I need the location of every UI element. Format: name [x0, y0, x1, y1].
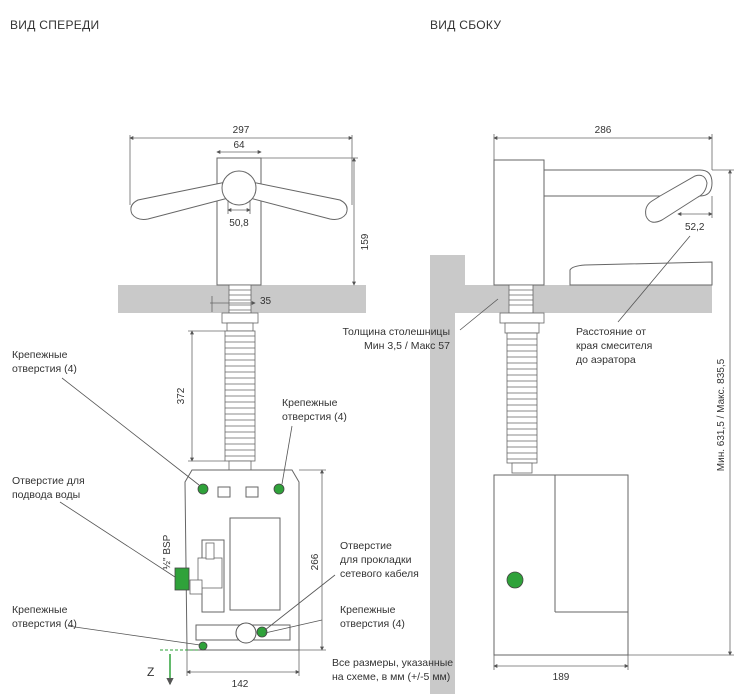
- front-left-lever: [130, 179, 237, 220]
- label-mount-top-left: Крепежные отверстия (4): [12, 349, 77, 375]
- label-aerator-distance: Расстояние от края смесителя до аэратора: [576, 326, 653, 366]
- dim-side-spout: 52,2: [685, 222, 705, 233]
- front-right-lever: [241, 179, 348, 220]
- dim-front-body: 64: [233, 140, 245, 151]
- front-cable-hole-dot: [256, 626, 268, 638]
- dim-front-height: 159: [360, 233, 371, 250]
- dim-side-width: 286: [595, 125, 612, 136]
- side-view-title: ВИД СБОКУ: [430, 18, 502, 32]
- front-hose: [224, 330, 256, 472]
- dim-front-box-height: 266: [310, 553, 321, 570]
- label-cable-hole: Отверстие для прокладки сетевого кабеля: [340, 540, 419, 580]
- label-water-inlet: Отверстие для подвода воды: [12, 475, 85, 501]
- front-valve: [189, 542, 223, 595]
- front-lever-hub: [221, 170, 257, 206]
- front-view-title: ВИД СПЕРЕДИ: [10, 18, 100, 32]
- label-dimensions-note: Все размеры, указанные на схеме, в мм (+…: [332, 657, 454, 683]
- front-leader-lines: [59, 377, 336, 646]
- dim-front-width: 297: [233, 125, 250, 136]
- side-cable-hole: [506, 571, 524, 589]
- side-leader-lines: [459, 235, 691, 331]
- side-hose: [506, 332, 538, 474]
- front-dimension-lines: [129, 135, 358, 676]
- dim-front-boss: 50,8: [229, 218, 249, 229]
- z-label: Z: [147, 665, 154, 679]
- front-water-inlet: [174, 567, 190, 591]
- dim-bsp: ½" BSP: [162, 534, 173, 569]
- side-faucet-body: [493, 159, 713, 286]
- label-mount-top-right: Крепежные отверстия (4): [282, 397, 347, 423]
- dim-front-hose: 372: [176, 387, 187, 404]
- front-mount-hole-tl: [197, 483, 209, 495]
- side-shank: [499, 284, 545, 334]
- side-dimension-lines: [493, 134, 734, 670]
- side-control-box: [493, 474, 629, 656]
- dim-front-thread: 35: [260, 296, 272, 307]
- side-countertop: [430, 255, 712, 694]
- dim-side-height: Мин. 631,5 / Макс. 835,5: [716, 358, 727, 471]
- front-mount-hole-bl: [198, 641, 208, 651]
- front-mount-hole-tr: [273, 483, 285, 495]
- label-mount-bottom-right: Крепежные отверстия (4): [340, 604, 405, 630]
- dim-front-box-width: 142: [232, 679, 249, 690]
- label-counter-thickness: Толщина столешницы Мин 3,5 / Макс 57: [342, 326, 450, 352]
- dim-side-box-width: 189: [553, 672, 570, 683]
- label-mount-bottom-left: Крепежные отверстия (4): [12, 604, 77, 630]
- front-cable-hole: [235, 622, 257, 644]
